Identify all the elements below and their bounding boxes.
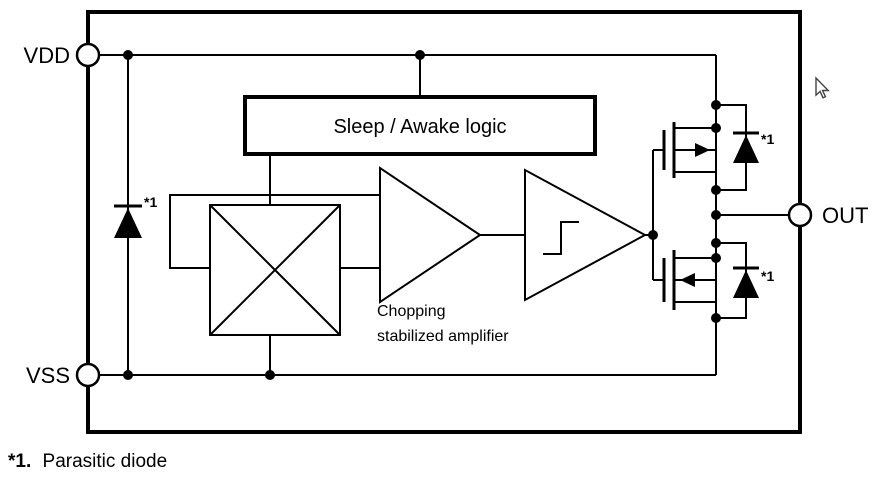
vdd-pin-label: VDD xyxy=(24,43,70,68)
wires xyxy=(99,54,789,376)
amplifier-label-line1: Chopping xyxy=(377,303,446,320)
parasitic-diode-bottom-marker: *1 xyxy=(761,268,774,284)
junction-dot xyxy=(711,123,721,133)
comparator-symbol xyxy=(524,168,648,302)
junction-dot xyxy=(711,238,721,248)
chopper-mixer-block xyxy=(209,204,341,336)
hall-left-loop-wire xyxy=(169,194,380,269)
top-mosfet-arrow xyxy=(695,143,710,157)
bottom-mosfet-symbol xyxy=(662,250,716,310)
sleep-awake-label: Sleep / Awake logic xyxy=(333,116,506,138)
vss-pin-label: VSS xyxy=(26,363,70,388)
out-terminal xyxy=(787,202,813,228)
top-mosfet-symbol xyxy=(662,122,716,178)
out-pin-label: OUT xyxy=(822,203,868,228)
junction-dot xyxy=(415,50,425,60)
amplifier-label-line2: stabilized amplifier xyxy=(377,328,509,345)
junction-dot xyxy=(711,185,721,195)
junction-dot xyxy=(265,370,275,380)
junction-dot xyxy=(711,313,721,323)
footnote-text: Parasitic diode xyxy=(43,451,168,472)
junction-dot xyxy=(711,253,721,263)
hysteresis-icon xyxy=(543,221,579,255)
mouse-cursor-icon xyxy=(815,76,830,99)
parasitic-diode-top-marker: *1 xyxy=(761,131,774,147)
junction-dot xyxy=(648,230,658,240)
footnote-marker: *1. xyxy=(8,451,31,472)
junction-dot xyxy=(711,210,721,220)
mixer-diagonal xyxy=(209,204,341,336)
vss-terminal xyxy=(75,362,101,388)
sleep-awake-block: Sleep / Awake logic xyxy=(243,95,597,156)
parasitic-diode-left-marker: *1 xyxy=(144,194,157,210)
junction-dot xyxy=(123,50,133,60)
junction-dot xyxy=(711,100,721,110)
bottom-mosfet-arrow xyxy=(680,273,695,287)
junction-dot xyxy=(123,370,133,380)
amplifier-symbol xyxy=(379,166,482,304)
junction-dots xyxy=(123,50,721,380)
vdd-terminal xyxy=(75,42,101,68)
footnote: *1. Parasitic diode xyxy=(8,451,167,472)
parasitic-diode-bottom xyxy=(733,266,759,298)
parasitic-diode-top xyxy=(733,131,759,163)
parasitic-diode-left xyxy=(114,204,142,238)
